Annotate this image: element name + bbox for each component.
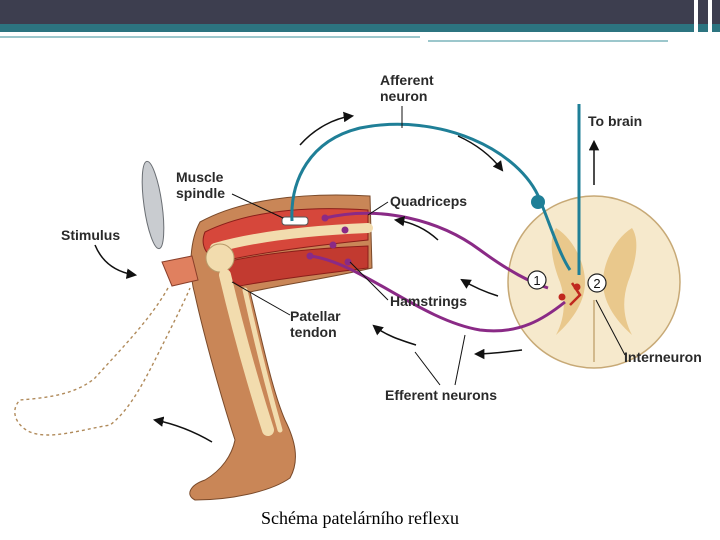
header-notch	[694, 0, 698, 48]
flow-arrow	[457, 135, 504, 172]
muscle-spindle	[281, 216, 309, 226]
efferent-terminal	[344, 258, 352, 266]
label-interneuron: Interneuron	[624, 349, 702, 365]
reflex-hammer-head	[161, 255, 199, 287]
header-line-right	[428, 40, 668, 42]
label-efferent-neurons: Efferent neurons	[385, 387, 498, 403]
header-accent-bar	[0, 24, 720, 32]
leader-line	[367, 201, 389, 216]
marker-two: 2	[593, 276, 600, 291]
leader-line	[349, 261, 389, 301]
flow-arrow	[94, 244, 138, 279]
flow-arrow	[393, 215, 439, 241]
extended-leg-outline	[14, 287, 191, 436]
tibia-bone	[219, 269, 274, 436]
interneuron-body	[558, 293, 566, 301]
header-line-left	[0, 36, 420, 38]
marker-two-circle	[587, 273, 607, 293]
header-notch	[708, 0, 712, 48]
header-bar	[0, 0, 720, 24]
caption: Schéma patelárního reflexu	[261, 508, 459, 528]
efferent-neuron-quadriceps	[324, 211, 549, 290]
efferent-terminal	[321, 214, 329, 222]
leader-line	[231, 193, 284, 219]
label-patellar-tendon: Patellar tendon	[290, 308, 341, 340]
patella-bone	[205, 243, 235, 273]
efferent-neuron-hamstrings	[309, 254, 566, 333]
flow-arrow	[152, 416, 213, 443]
efferent-terminal	[306, 252, 314, 260]
flow-arrow	[460, 278, 499, 297]
label-hamstrings: Hamstrings	[390, 293, 468, 309]
interneuron-body	[573, 283, 581, 291]
label-afferent-neuron: Afferent neuron	[380, 72, 434, 104]
flow-arrow	[299, 111, 355, 146]
marker-one: 1	[533, 273, 540, 288]
marker-one-circle	[527, 270, 547, 290]
flow-arrow	[473, 348, 523, 360]
afferent-neuron	[290, 122, 572, 271]
leader-line	[595, 299, 626, 356]
fibula-bone	[242, 287, 283, 433]
reflex-hammer-handle	[141, 160, 165, 250]
femur-bone	[210, 223, 373, 253]
label-stimulus: Stimulus	[61, 227, 121, 243]
leader-line	[454, 334, 466, 386]
label-to-brain: To brain	[588, 113, 643, 129]
leader-line	[414, 351, 441, 386]
label-muscle-spindle: Muscle spindle	[176, 169, 226, 201]
afferent-ganglion	[531, 195, 545, 209]
efferent-terminal	[341, 226, 349, 234]
leader-line	[231, 281, 291, 316]
label-quadriceps: Quadriceps	[390, 193, 468, 209]
flow-arrow	[372, 324, 417, 346]
spinal-gray-matter	[551, 228, 637, 335]
efferent-terminal	[329, 241, 337, 249]
